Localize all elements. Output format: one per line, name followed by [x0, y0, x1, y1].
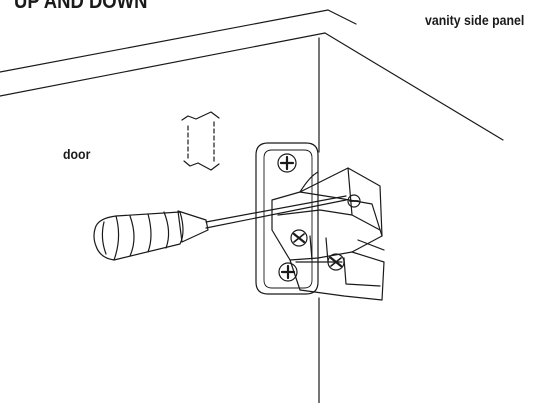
hinge-adjust-screw-icon — [327, 253, 345, 271]
step-title: UP AND DOWN — [14, 0, 148, 13]
bottom-plate-screw-icon — [278, 262, 298, 282]
hinge-mounting-plate — [255, 142, 319, 295]
hinge-depth-screw-icon — [290, 229, 308, 247]
door-label: door — [63, 146, 91, 162]
top-plate-screw-icon — [277, 153, 297, 173]
vanity-side-panel-label: vanity side panel — [425, 12, 525, 28]
up-down-adjust-icon — [181, 111, 220, 171]
screwdriver-icon — [93, 195, 347, 261]
hinge-arm — [271, 167, 385, 301]
cabinet-top-edge — [0, 9, 504, 141]
hinge-side-screw-icon — [347, 194, 361, 208]
